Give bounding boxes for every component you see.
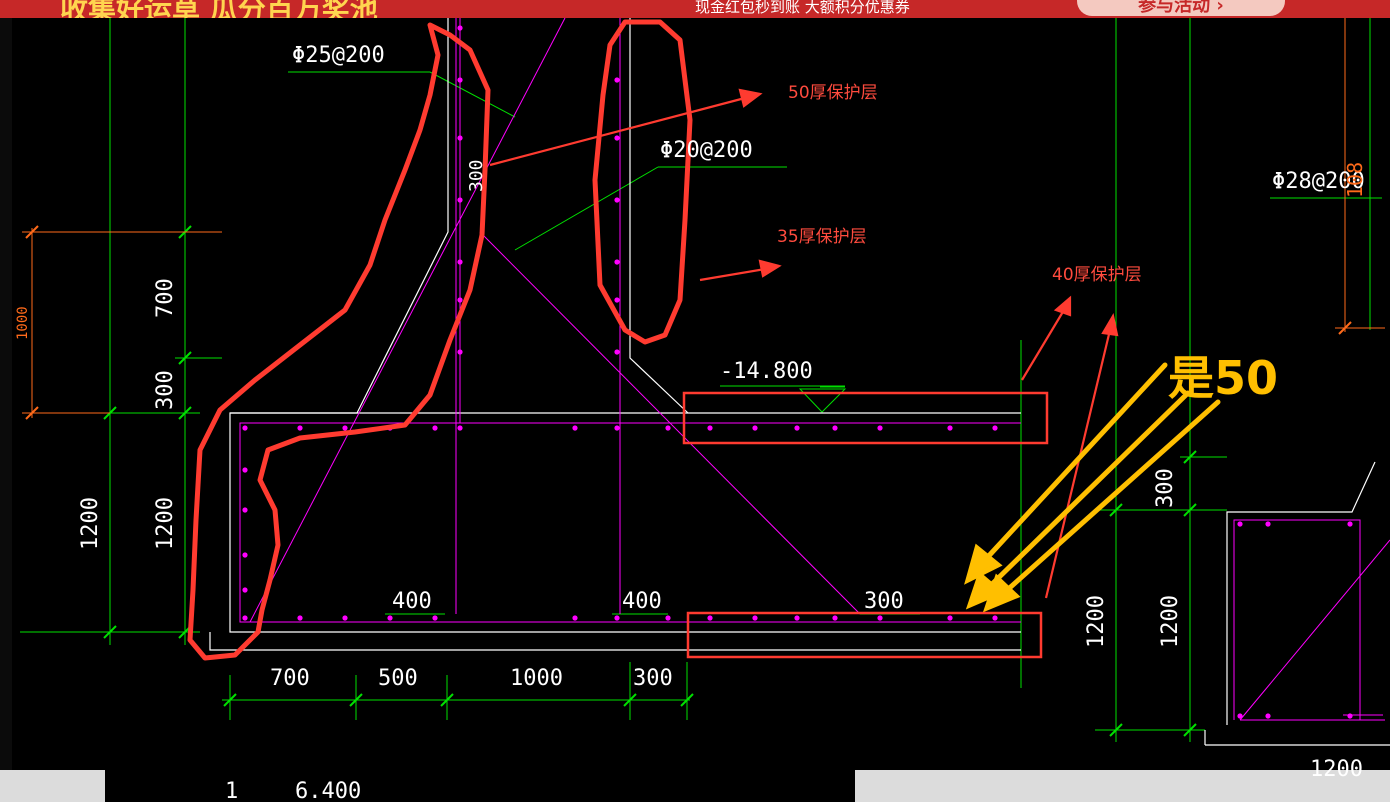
cover-35-note: 35厚保护层 <box>777 227 867 247</box>
thickness-dim-3: 300 <box>864 589 904 614</box>
rebar-dots <box>242 25 1353 719</box>
thickness-dim-2: 400 <box>622 589 662 614</box>
right-lower-dim-1: 1200 <box>1084 595 1109 648</box>
concrete-outline <box>209 18 1390 746</box>
left-inner-dim-3: 1200 <box>153 497 178 550</box>
answer-arrows <box>964 362 1221 613</box>
right-lower-dim-2: 1200 <box>1158 595 1183 648</box>
orange-ticks <box>25 225 1352 420</box>
cover-40-note: 40厚保护层 <box>1052 265 1142 285</box>
thickness-dim-1: 400 <box>392 589 432 614</box>
orange-dim-1000: 1000 <box>15 306 31 340</box>
orange-dim-right: 108 <box>1343 162 1367 198</box>
banner-promo-text: 现金红包秒到账 大额积分优惠券 <box>695 0 910 16</box>
rebar-lines <box>239 17 1390 721</box>
cad-labels: Φ25@200 Φ20@200 Φ28@200 -14.800 400 400 … <box>78 43 1365 802</box>
dimension-lines <box>20 18 1382 742</box>
left-inner-dim-1: 700 <box>153 278 178 318</box>
rebar-label-middle-wall: Φ20@200 <box>660 138 753 163</box>
highlight-loops <box>187 19 693 661</box>
left-window-edge <box>0 18 12 802</box>
bottom-dim-1: 700 <box>270 666 310 691</box>
ad-banner: 收集好运草 瓜分百万奖池 现金红包秒到账 大额积分优惠券 参与活动 › <box>0 0 1390 18</box>
bottom-right-dim: 1200 <box>1310 757 1363 782</box>
left-inner-dim-2: 300 <box>153 370 178 410</box>
elevation-label: -14.800 <box>720 359 813 384</box>
join-activity-button[interactable]: 参与活动 › <box>1077 0 1285 16</box>
rebar-label-left-wall: Φ25@200 <box>292 43 385 68</box>
bottom-drawing-panel <box>105 770 855 802</box>
answer-label: 是50 <box>1168 351 1279 405</box>
wall-thickness-dim: 300 <box>466 159 487 192</box>
highlight-boxes <box>682 391 1049 659</box>
orange-labels: 1000 108 <box>15 162 1367 340</box>
bottom-dim-2: 500 <box>378 666 418 691</box>
bottom-dim-3: 1000 <box>510 666 563 691</box>
annotation-arrows <box>489 88 1119 599</box>
rebar-label-right-wall: Φ28@200 <box>1272 169 1365 194</box>
bottom-strip-label-2: 6.400 <box>295 779 361 802</box>
right-small-dim: 300 <box>1153 468 1178 508</box>
bottom-dim-4: 300 <box>633 666 673 691</box>
cover-50-note: 50厚保护层 <box>788 83 878 103</box>
bottom-strip-label-1: 1 <box>225 779 238 802</box>
banner-headline: 收集好运草 瓜分百万奖池 <box>60 0 378 18</box>
left-outer-dim: 1200 <box>78 497 103 550</box>
orange-dimension <box>22 18 1385 418</box>
